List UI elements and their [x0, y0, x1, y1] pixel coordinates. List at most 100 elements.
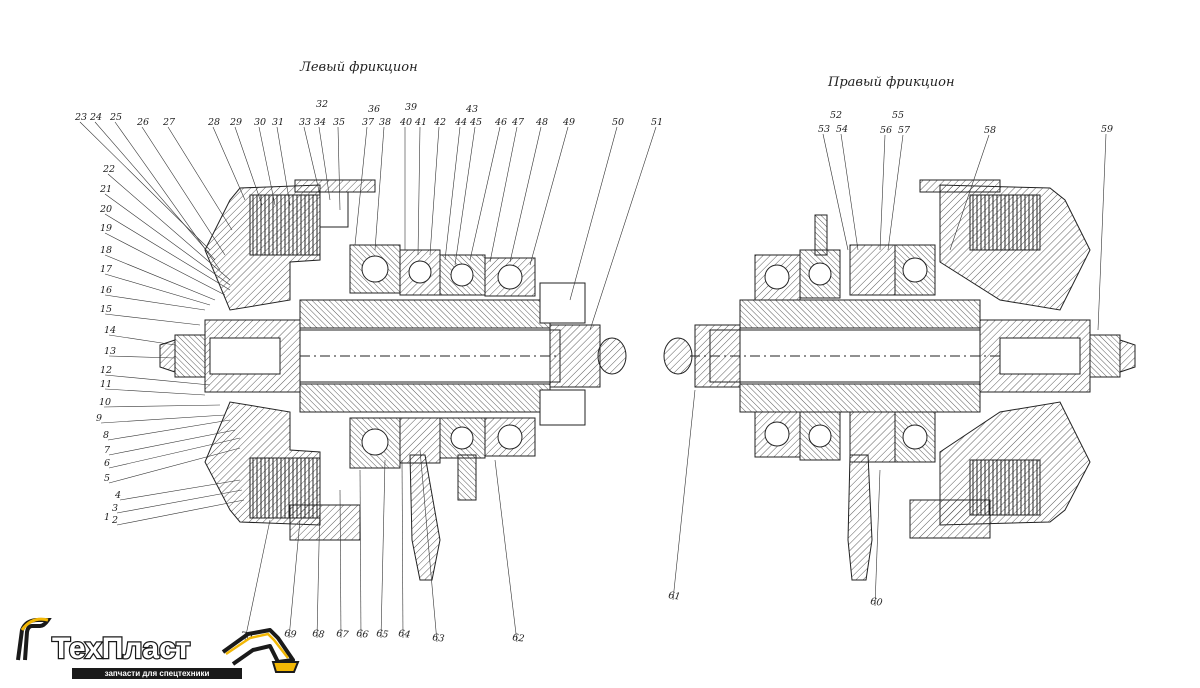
- leader-line: [822, 133, 849, 251]
- callout-left_side_labels-8: 14: [104, 325, 116, 336]
- right-clutch-title: Правый фрикцион: [828, 75, 955, 90]
- leader-line: [116, 499, 245, 526]
- callout-left_bottom_labels-5: 65: [376, 628, 390, 641]
- callout-right_top_labels-4: 58: [984, 125, 996, 136]
- techplast-logo: ТехПласт запчасти для спецтехники: [8, 612, 308, 684]
- leader-line: [108, 355, 176, 359]
- leader-line: [107, 419, 231, 441]
- leader-line: [104, 388, 206, 396]
- callout-right_top_labels-0: 53: [818, 124, 830, 135]
- callout-right_bottom_labels-0: 61: [668, 590, 682, 603]
- left-clutch-title: Левый фрикцион: [300, 60, 418, 75]
- callout-left_top_labels-22: 49: [562, 117, 575, 128]
- callout-left_side_labels-14: 8: [103, 430, 109, 441]
- callout-left_top_labels-10: 34: [314, 117, 326, 128]
- callout-left_top_labels-2: 25: [109, 112, 122, 123]
- leader-line: [359, 469, 362, 639]
- leader-line: [167, 126, 233, 231]
- leader-line: [380, 459, 386, 639]
- callout-left_top_labels-0: 23: [74, 112, 87, 123]
- leader-line: [104, 213, 231, 291]
- callout-left_top_labels-19: 46: [494, 117, 507, 128]
- leader-line: [104, 313, 201, 326]
- callout-left_top_labels-21: 48: [535, 117, 548, 128]
- callout-left_top_labels-7: 30: [254, 117, 266, 128]
- leader-line: [374, 126, 385, 251]
- leader-line: [116, 489, 243, 514]
- leader-line: [316, 499, 321, 639]
- callout-left_side_labels-11: 11: [100, 379, 112, 390]
- leader-line: [244, 519, 271, 641]
- callout-left_top_labels-15: 41: [414, 117, 427, 128]
- leader-line: [1097, 133, 1107, 331]
- leader-line: [104, 273, 211, 306]
- leader-line: [672, 389, 696, 601]
- leader-line: [104, 232, 226, 296]
- callout-left_top_labels-5: 28: [207, 117, 220, 128]
- leader-line: [288, 519, 301, 639]
- leader-line: [108, 334, 176, 346]
- callout-right_top_labels-3: 57: [898, 125, 911, 136]
- leader-line: [108, 429, 236, 456]
- leader-line: [303, 126, 321, 196]
- right-disc-pack-top: [969, 194, 1041, 251]
- callout-left_top_labels-11: 35: [333, 117, 345, 128]
- callout-left_top_labels-24: 51: [651, 117, 663, 128]
- callout-left_top_labels-16: 42: [433, 117, 446, 128]
- callout-left_top_labels-3: 26: [136, 117, 149, 128]
- leader-line: [339, 489, 342, 639]
- callout-left_side_labels-0: 22: [102, 164, 115, 175]
- callout-left_top_labels-23: 50: [612, 117, 624, 128]
- leader-line: [354, 126, 368, 246]
- leader-line: [489, 126, 518, 263]
- callout-left_side_labels-4: 18: [100, 245, 112, 256]
- callout-left_top_group_labels-0: 32: [316, 99, 328, 110]
- callout-left_bottom_labels-6: 64: [398, 628, 412, 641]
- callout-left_bottom_labels-1: 69: [284, 628, 298, 641]
- callout-left_top_group_labels-1: 36: [368, 104, 380, 115]
- callout-left_side_labels-16: 6: [104, 458, 110, 469]
- callout-left_top_group_labels-3: 43: [465, 104, 478, 115]
- callout-left_top_labels-17: 44: [454, 117, 467, 128]
- leader-line: [258, 126, 276, 206]
- leader-line: [589, 126, 657, 331]
- leader-line: [107, 173, 231, 281]
- callout-left_side_labels-18: 4: [114, 490, 121, 501]
- leader-line: [949, 134, 990, 251]
- leader-line: [100, 414, 226, 424]
- leader-line: [108, 447, 241, 484]
- callout-left_side_labels-1: 21: [99, 184, 112, 195]
- leader-line: [212, 126, 246, 201]
- leader-line: [454, 126, 476, 266]
- leader-line: [840, 133, 859, 251]
- leader-line: [104, 294, 206, 311]
- callout-left_top_labels-6: 29: [229, 117, 242, 128]
- callout-left_top_labels-12: 37: [362, 117, 375, 128]
- left-bearings-bottom: [349, 417, 536, 469]
- leader-line: [104, 374, 211, 386]
- callout-left_side_labels-19: 3: [112, 503, 118, 514]
- callout-leaders: [79, 121, 1107, 643]
- leader-line: [879, 134, 886, 251]
- callout-left_side_labels-20: 2: [111, 515, 118, 526]
- callout-left_side_labels-10: 12: [100, 365, 112, 376]
- right-bearings-top: [754, 244, 936, 301]
- leader-line: [103, 404, 221, 408]
- leader-line: [79, 121, 211, 251]
- callout-left_top_labels-20: 47: [511, 117, 525, 128]
- leader-line: [141, 126, 226, 256]
- leader-line: [104, 254, 216, 301]
- callout-left_side_labels-17: 5: [104, 473, 110, 484]
- callout-left_top_labels-18: 45: [469, 117, 482, 128]
- leader-line: [569, 126, 618, 301]
- leader-line: [887, 134, 904, 251]
- leader-line: [104, 193, 231, 286]
- callout-left_side_labels-3: 19: [100, 223, 112, 234]
- leader-line: [114, 121, 221, 271]
- leader-line: [494, 459, 518, 643]
- leader-line: [108, 437, 241, 469]
- leader-line: [234, 126, 263, 206]
- leader-line: [419, 449, 438, 643]
- callout-right_top_labels-5: 59: [1101, 124, 1113, 135]
- leader-line: [119, 479, 241, 501]
